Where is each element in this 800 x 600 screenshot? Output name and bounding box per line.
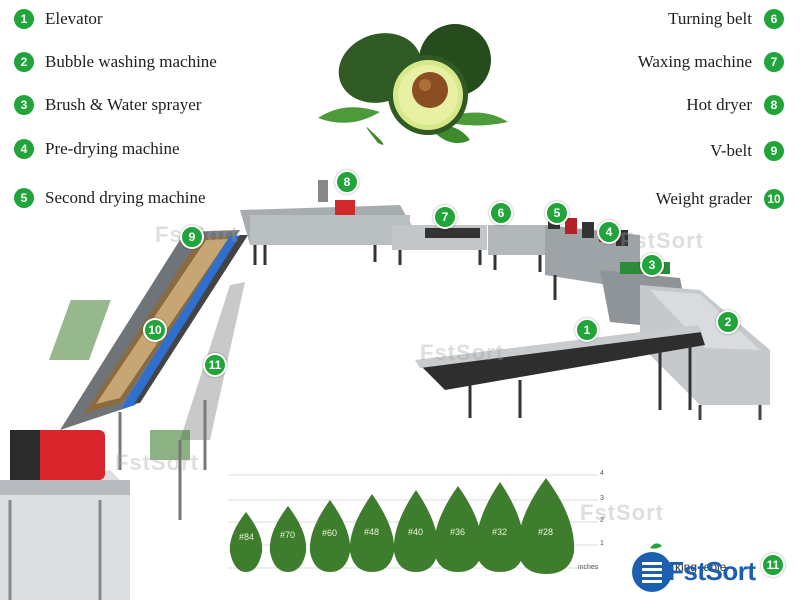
- step-badge: 8: [764, 95, 784, 115]
- marker-10: 10: [143, 318, 167, 342]
- legend-label: Elevator: [45, 9, 103, 28]
- watermark: FstSort: [115, 450, 199, 475]
- scale-tick: 4: [600, 470, 604, 477]
- avocado-28: [517, 478, 575, 574]
- avocado-hero-image: [318, 24, 508, 145]
- scale-tick: 2: [600, 517, 604, 524]
- elevator-conveyor: [415, 325, 705, 418]
- avocado-40: [393, 490, 439, 572]
- legend-label: Second drying machine: [45, 188, 206, 207]
- brand-logo: FstSort: [668, 556, 756, 586]
- fstsort-logo-mark: [632, 543, 672, 592]
- avocado-size-chart: [228, 474, 598, 574]
- legend-label: V-belt: [710, 141, 752, 160]
- step-badge: 3: [14, 95, 34, 115]
- hot-dryer-machine: [240, 180, 420, 265]
- legend-label: Pre-drying machine: [45, 139, 180, 158]
- turning-belt-machine: [488, 225, 548, 272]
- step-badge: 5: [14, 188, 34, 208]
- legend-item-weight-grader: Weight grader 10: [656, 189, 784, 209]
- marker-8: 8: [335, 170, 359, 194]
- legend-item-second-drying: 5 Second drying machine: [14, 188, 206, 208]
- watermark: FstSort: [420, 340, 504, 365]
- legend-item-turning-belt: Turning belt 6: [668, 9, 784, 29]
- size-label: #84: [239, 532, 255, 542]
- step-badge: 4: [14, 139, 34, 159]
- marker-5: 5: [545, 201, 569, 225]
- legend-label: Bubble washing machine: [45, 52, 217, 71]
- avocado-70: [269, 506, 307, 572]
- size-label: #36: [450, 527, 466, 537]
- avocado-32: [475, 482, 525, 572]
- step-badge: 1: [14, 9, 34, 29]
- marker-9: 9: [180, 225, 204, 249]
- legend-item-waxing: Waxing machine 7: [638, 52, 784, 72]
- legend-label: Brush & Water sprayer: [45, 95, 202, 114]
- step-badge: 9: [764, 141, 784, 161]
- step-badge: 7: [764, 52, 784, 72]
- marker-11: 11: [203, 353, 227, 377]
- legend-item-bubble-washing: 2 Bubble washing machine: [14, 52, 217, 72]
- size-label: #48: [364, 527, 380, 537]
- marker-3: 3: [640, 253, 664, 277]
- waxing-machine: [392, 225, 487, 265]
- marker-11-footer: 11: [761, 553, 785, 577]
- legend-item-hot-dryer: Hot dryer 8: [686, 95, 784, 115]
- avocado-48: [349, 494, 395, 572]
- legend-item-brush-sprayer: 3 Brush & Water sprayer: [14, 95, 201, 115]
- step-badge: 6: [764, 9, 784, 29]
- legend-item-pre-drying: 4 Pre-drying machine: [14, 139, 180, 159]
- footer-label: king table: [675, 560, 727, 574]
- legend-label: Waxing machine: [637, 52, 752, 71]
- size-label: #40: [408, 527, 424, 537]
- size-label: #60: [322, 528, 338, 538]
- feeder-machine: [0, 430, 130, 600]
- size-label: #32: [492, 527, 508, 537]
- legend-label: Hot dryer: [686, 95, 752, 114]
- watermark: FstSort: [620, 228, 704, 253]
- legend-item-elevator: 1 Elevator: [14, 9, 103, 29]
- size-label: #70: [280, 530, 296, 540]
- marker-2: 2: [716, 310, 740, 334]
- avocado-84: [229, 512, 263, 572]
- avocado-36: [433, 486, 483, 572]
- legend-label: Weight grader: [655, 189, 752, 208]
- scale-tick: 3: [600, 495, 604, 502]
- marker-4: 4: [597, 220, 621, 244]
- marker-1: 1: [575, 318, 599, 342]
- size-label: #28: [538, 527, 554, 537]
- avocado-60: [309, 500, 351, 572]
- scale-tick: 1: [600, 540, 604, 547]
- marker-7: 7: [433, 205, 457, 229]
- marker-6: 6: [489, 201, 513, 225]
- step-badge: 10: [764, 189, 784, 209]
- step-badge: 2: [14, 52, 34, 72]
- legend-label: Turning belt: [668, 9, 752, 28]
- legend-item-v-belt: V-belt 9: [710, 141, 784, 161]
- scale-unit: inches: [578, 564, 599, 571]
- watermark: FstSort: [580, 500, 664, 525]
